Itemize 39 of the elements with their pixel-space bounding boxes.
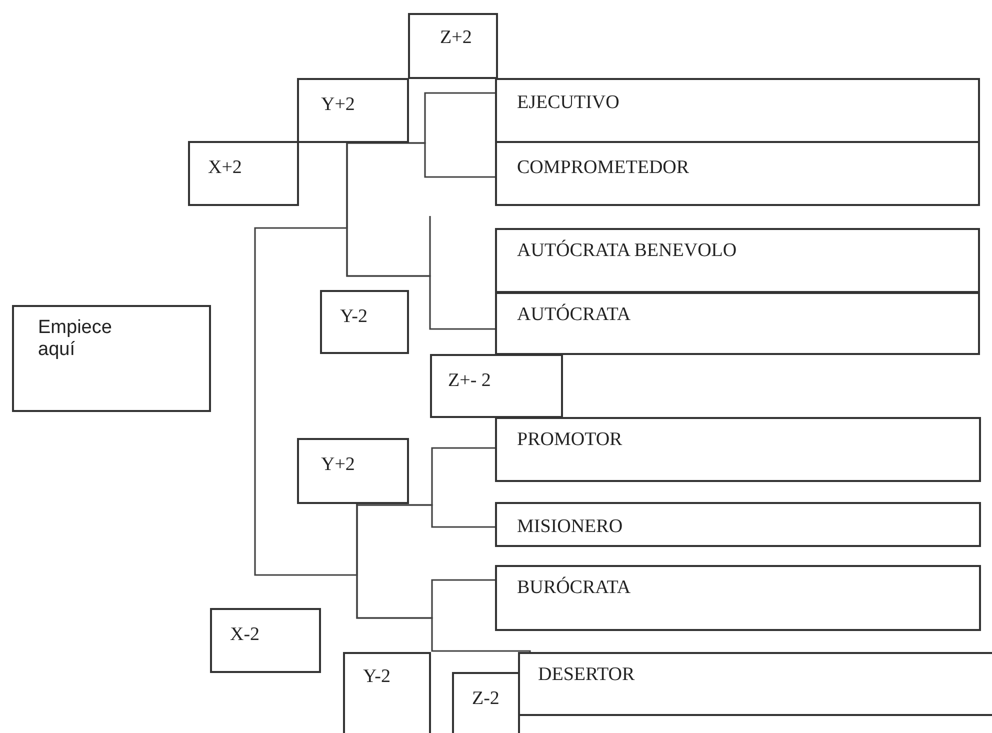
style-label: EJECUTIVO [517,92,620,114]
style-label: AUTÓCRATA [517,304,631,326]
connector-line [356,504,495,528]
variable-label: Y-2 [363,666,390,688]
variable-label: Y+2 [321,454,355,476]
style-box [518,652,992,716]
style-label: DESERTOR [538,664,635,686]
style-box [495,78,980,143]
style-box [495,502,981,547]
variable-label: Z-2 [472,688,500,710]
style-label: AUTÓCRATA BENEVOLO [517,240,737,262]
connector-line [346,142,495,178]
variable-box [320,290,409,354]
style-box [495,417,981,482]
variable-label: X-2 [230,624,260,646]
style-label: COMPROMETEDOR [517,157,690,179]
style-box [495,141,980,206]
variable-label: Z+- 2 [448,370,491,392]
variable-label: Z+2 [440,27,472,49]
style-label: PROMOTOR [517,429,622,451]
style-box [495,228,980,293]
variable-box [452,672,520,733]
variable-box [408,13,498,79]
variable-label: Y+2 [321,94,355,116]
start-box [12,305,211,412]
variable-box [297,78,409,143]
style-box [495,565,981,631]
style-label: MISIONERO [517,516,623,538]
variable-box [210,608,321,673]
variable-box [188,141,299,206]
variable-label: Y-2 [340,306,368,328]
style-label: BURÓCRATA [517,577,631,599]
variable-box [343,652,431,733]
style-box [495,292,980,355]
variable-box [297,438,409,504]
variable-label: X+2 [208,157,242,179]
variable-box [430,354,563,418]
start-label: Empiece aquí [38,317,113,361]
connector-line [254,143,358,576]
